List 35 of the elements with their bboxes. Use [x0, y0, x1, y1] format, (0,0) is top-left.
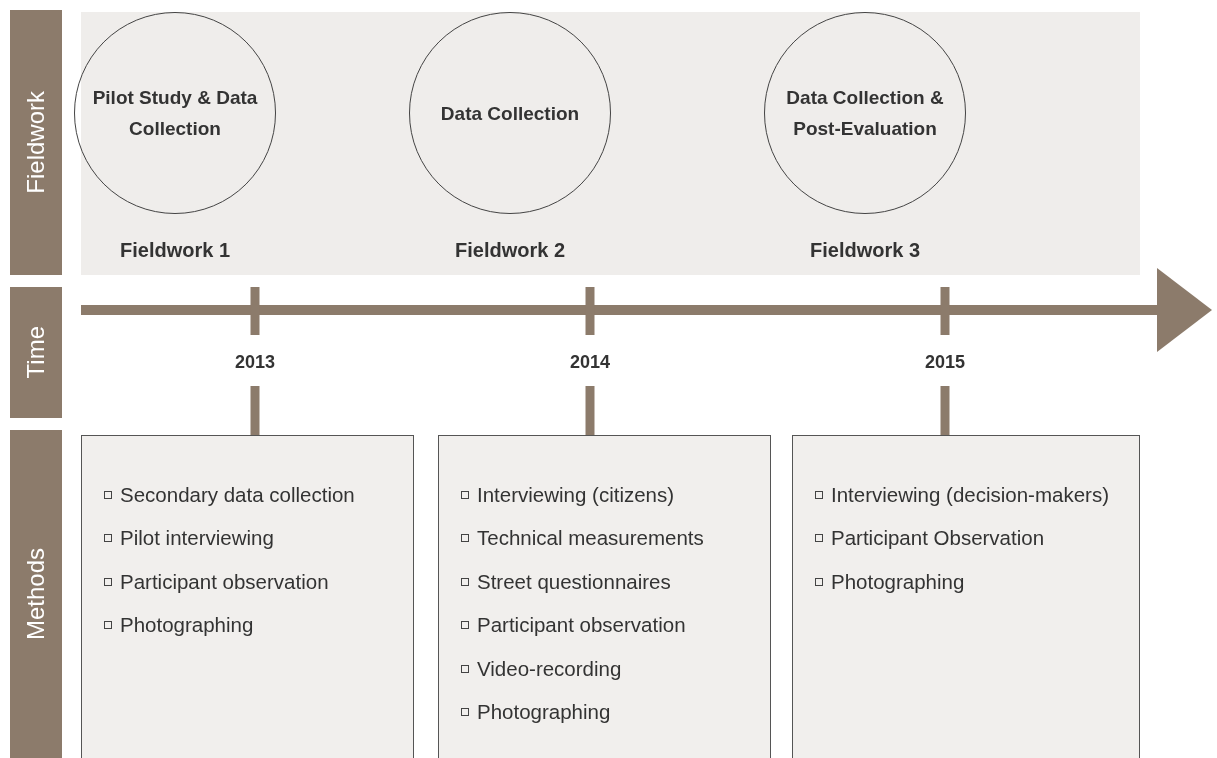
method-item: Interviewing (decision-makers) [831, 482, 1109, 507]
connector-line [940, 386, 950, 435]
row-header-band [10, 430, 62, 758]
method-item: Pilot interviewing [120, 526, 274, 550]
method-item: Interviewing (citizens) [477, 482, 675, 507]
method-item: Photographing [120, 613, 254, 637]
connector-line [250, 386, 260, 435]
method-item: Photographing [831, 569, 965, 594]
row-header-band [10, 287, 62, 418]
methods-box [438, 435, 771, 758]
phase-title: Data Collection [439, 101, 581, 126]
fieldwork-panel [81, 12, 1140, 275]
method-item: Technical measurements [477, 526, 704, 550]
year-label: 2014 [550, 352, 630, 378]
phase-title: Pilot Study & Data Collection [92, 86, 258, 141]
method-item: Street questionnaires [477, 569, 671, 594]
method-item: Secondary data collection [120, 482, 355, 507]
method-item: Participant observation [477, 613, 686, 637]
phase-label: Fieldwork 3 [809, 239, 921, 262]
phase-label: Fieldwork 2 [454, 239, 566, 262]
method-item: Video-recording [477, 656, 622, 681]
phase-label: Fieldwork 1 [119, 239, 231, 262]
row-title: Methods [22, 547, 50, 641]
row-header-band [10, 10, 62, 275]
row-title: Time [22, 326, 50, 379]
methods-box [792, 435, 1140, 758]
method-item: Participant Observation [831, 526, 1045, 550]
year-label: 2013 [215, 352, 295, 378]
row-title: Fieldwork [22, 91, 50, 194]
year-label: 2015 [905, 352, 985, 378]
method-item: Photographing [477, 700, 611, 724]
phase-title: Data Collection & Post-Evaluation [785, 86, 945, 141]
methods-box [81, 435, 414, 758]
method-item: Participant observation [120, 569, 329, 594]
connector-line [585, 386, 595, 435]
